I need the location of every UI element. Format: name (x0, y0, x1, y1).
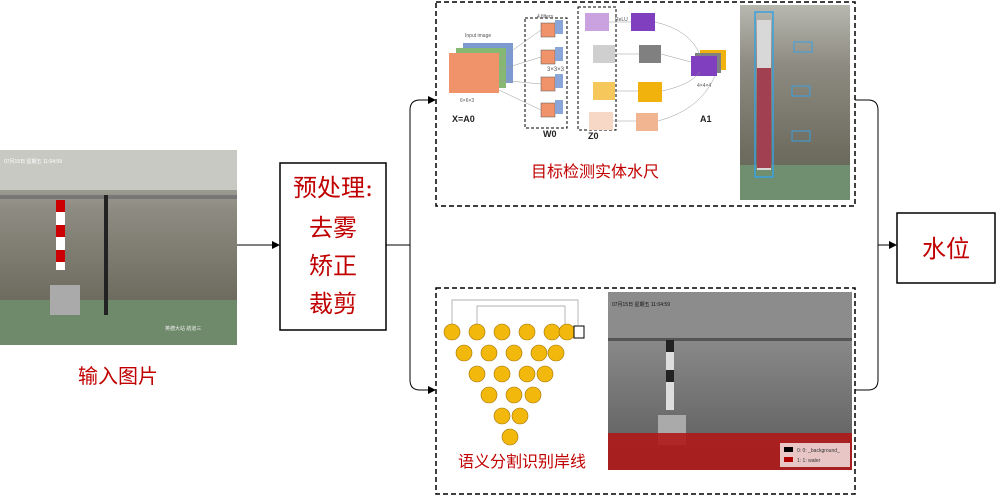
legend-swatch-water (784, 457, 793, 462)
legend-label-background: 0: 0: _background_ (797, 448, 840, 454)
graph-node (480, 386, 498, 404)
filter-dim-label: 3×3×3 (547, 67, 565, 73)
ruler-detection-image (740, 5, 850, 200)
z0-label: Z0 (588, 131, 599, 141)
preprocess-line: 矫正 (309, 252, 357, 280)
graph-node (543, 323, 561, 341)
water-level-label: 水位 (922, 235, 970, 263)
segmentation-panel (435, 287, 856, 495)
graph-node (518, 323, 536, 341)
preprocess-box (279, 162, 387, 331)
water-level-box (896, 212, 996, 284)
input-dim-label: 6×6×3 (460, 98, 474, 104)
graph-node (468, 365, 486, 383)
legend-label-water: 1: 1: water (797, 458, 821, 464)
graph-node (468, 323, 486, 341)
graph-node (501, 428, 519, 446)
graph-node (524, 386, 542, 404)
graph-node (443, 323, 461, 341)
input-label: 输入图片 (78, 364, 158, 388)
segmentation-image: 07月15日 星期五 11:04:59 0: 0: _background_ 1… (608, 292, 852, 470)
graph-node (518, 365, 536, 383)
preprocess-line: 去雾 (309, 214, 357, 242)
graph-node (480, 344, 498, 362)
graph-network-diagram (443, 299, 585, 446)
graph-node (511, 407, 529, 425)
graph-node (493, 323, 511, 341)
input-caption-overlay: 英德大站 航道三 (165, 325, 201, 332)
seg-timestamp: 07月15日 星期五 11:04:59 (612, 302, 670, 308)
graph-node (505, 386, 523, 404)
w0-label: W0 (543, 129, 557, 139)
a1-label: A1 (700, 114, 712, 124)
graph-output-node (573, 325, 585, 339)
branch-connectors (386, 96, 436, 394)
graph-node (558, 323, 576, 341)
graph-node (536, 365, 554, 383)
relu-label: ReLU (615, 17, 628, 23)
segmentation-caption: 语义分割识别岸线 (458, 452, 586, 471)
preprocess-line: 裁剪 (309, 290, 357, 318)
detection-panel (435, 1, 856, 207)
graph-node (547, 344, 565, 362)
merge-connectors (855, 99, 897, 391)
graph-node (530, 344, 548, 362)
graph-node (493, 365, 511, 383)
graph-node (505, 344, 523, 362)
filters-label: 4 filters (537, 14, 554, 20)
legend-swatch-background (784, 447, 793, 452)
x-a0-label: X=A0 (452, 114, 475, 124)
graph-node (493, 407, 511, 425)
cnn-diagram: Input image 6×6×3 4 filters 3×3×3 ReLU 4… (449, 6, 726, 141)
graph-node (455, 344, 473, 362)
detection-caption: 目标检测实体水尺 (531, 162, 659, 181)
output-dim-label: 4×4×4 (697, 83, 711, 89)
input-timestamp: 07月15日 星期五 11:04:59 (4, 159, 62, 165)
input-image-label: Input image (465, 33, 491, 39)
preprocess-line: 预处理: (293, 174, 373, 202)
input-image: 07月15日 星期五 11:04:59 英德大站 航道三 (0, 150, 237, 345)
